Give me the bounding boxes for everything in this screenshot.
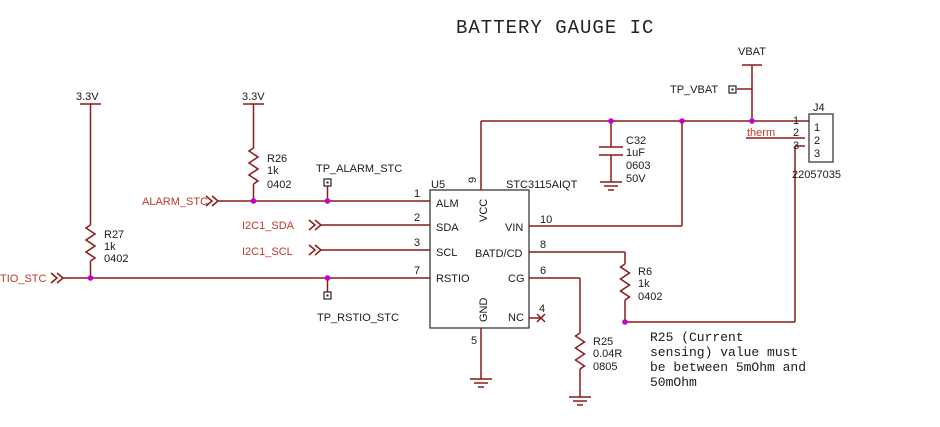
net-therm: therm: [625, 127, 805, 323]
pin-rstio-name: RSTIO: [436, 273, 470, 285]
net-rstio: TIO_STC 7: [0, 265, 430, 285]
net-batd: 8: [529, 239, 626, 264]
r25-pkg: 0805: [593, 361, 617, 373]
junctions: [87, 118, 755, 325]
j4-pin2-outer: 2: [793, 127, 799, 139]
r6-ref: R6: [638, 266, 652, 278]
pin-sda-name: SDA: [436, 222, 459, 234]
net-vcc: 9: [467, 121, 482, 190]
note-line-2: sensing) value must: [650, 345, 798, 360]
resistor-r26: R26 1k 0402: [247, 147, 291, 201]
net-gnd: 5: [470, 328, 492, 388]
r6-pkg: 0402: [638, 291, 662, 303]
pin-vcc-name: VCC: [478, 199, 490, 222]
pin-gnd-name: GND: [478, 298, 490, 323]
r27-pkg: 0402: [104, 253, 128, 265]
note-line-4: 50mOhm: [650, 375, 697, 390]
ic-part: STC3115AIQT: [506, 179, 578, 191]
j4-pin3-inner: 3: [814, 148, 820, 160]
pin-nc-num: 4: [539, 303, 545, 315]
net-vin: 10: [529, 121, 683, 227]
tp-rstio-label: TP_RSTIO_STC: [317, 312, 399, 324]
r6-value: 1k: [638, 278, 650, 290]
pin-alm-num: 1: [414, 188, 420, 200]
ic-u5: U5 STC3115AIQT ALM SDA SCL RSTIO VIN BAT…: [429, 179, 578, 329]
rail-mid-3v3: 3.3V: [242, 91, 265, 148]
resistor-r6: R6 1k 0402: [619, 263, 662, 322]
c32-pkg: 0603: [626, 160, 650, 172]
pin-cg-num: 6: [540, 265, 546, 277]
connector-j4: J4 1 2 3 1 2 3 22057035: [792, 102, 841, 181]
capacitor-c32: C32 1uF 0603 50V: [599, 121, 650, 191]
rail-vbat: VBAT TP_VBAT: [670, 46, 766, 121]
c32-ref: C32: [626, 135, 646, 147]
testpoint-rstio: TP_RSTIO_STC: [317, 278, 399, 324]
net-alarm: ALARM_STC 1: [142, 188, 430, 208]
r27-ref: R27: [104, 229, 124, 241]
net-sda-label: I2C1_SDA: [242, 220, 295, 232]
r25-ref: R25: [593, 336, 613, 348]
pin-scl-num: 3: [414, 237, 420, 249]
pin-vcc-num: 9: [467, 177, 479, 183]
resistor-r27: R27 1k 0402: [84, 224, 128, 278]
c32-volt: 50V: [626, 173, 646, 185]
testpoint-alarm: TP_ALARM_STC: [316, 163, 402, 201]
net-scl-label: I2C1_SCL: [242, 246, 293, 258]
pin-cg-name: CG: [508, 273, 525, 285]
vbat-label: VBAT: [738, 46, 766, 58]
j4-pin3-outer: 3: [793, 140, 799, 152]
net-alarm-label: ALARM_STC: [142, 196, 208, 208]
j4-pin2-inner: 2: [814, 135, 820, 147]
rail-left-3v3: 3.3V: [76, 91, 101, 225]
pin-alm-name: ALM: [436, 198, 459, 210]
c32-value: 1uF: [626, 147, 645, 159]
schematic-title: BATTERY GAUGE IC: [456, 17, 654, 39]
note-line-3: be between 5mOhm and: [650, 360, 806, 375]
rail-mid-label: 3.3V: [242, 91, 265, 103]
resistor-r25: R25 0.04R 0805: [569, 332, 622, 406]
pin-scl-name: SCL: [436, 247, 457, 259]
pin-gnd-num: 5: [471, 335, 477, 347]
ic-ref: U5: [431, 179, 445, 191]
r26-pkg: 0402: [267, 179, 291, 191]
pin-nc: 4: [529, 303, 546, 323]
net-therm-label: therm: [747, 127, 775, 139]
note-line-1: R25 (Current: [650, 330, 744, 345]
j4-part: 22057035: [792, 169, 841, 181]
pin-sda-num: 2: [414, 212, 420, 224]
net-scl: I2C1_SCL 3: [242, 237, 430, 258]
net-sda: I2C1_SDA 2: [242, 212, 430, 232]
r27-value: 1k: [104, 241, 116, 253]
rail-left-label: 3.3V: [76, 91, 99, 103]
pin-rstio-num: 7: [414, 265, 420, 277]
tp-vbat-label: TP_VBAT: [670, 84, 718, 96]
tp-alarm-label: TP_ALARM_STC: [316, 163, 402, 175]
j4-ref: J4: [813, 102, 825, 114]
j4-pin1-inner: 1: [814, 122, 820, 134]
r26-ref: R26: [267, 153, 287, 165]
r25-value: 0.04R: [593, 348, 622, 360]
pin-nc-name: NC: [508, 312, 524, 324]
pin-vin-num: 10: [540, 214, 552, 226]
pin-batd-name: BATD/CD: [475, 248, 523, 260]
pin-vin-name: VIN: [505, 222, 523, 234]
r26-value: 1k: [267, 165, 279, 177]
design-note: R25 (Current sensing) value must be betw…: [650, 330, 806, 390]
net-cg: 6: [529, 265, 581, 333]
pin-batd-num: 8: [540, 239, 546, 251]
net-rstio-label: TIO_STC: [0, 273, 47, 285]
j4-pin1-outer: 1: [793, 115, 799, 127]
